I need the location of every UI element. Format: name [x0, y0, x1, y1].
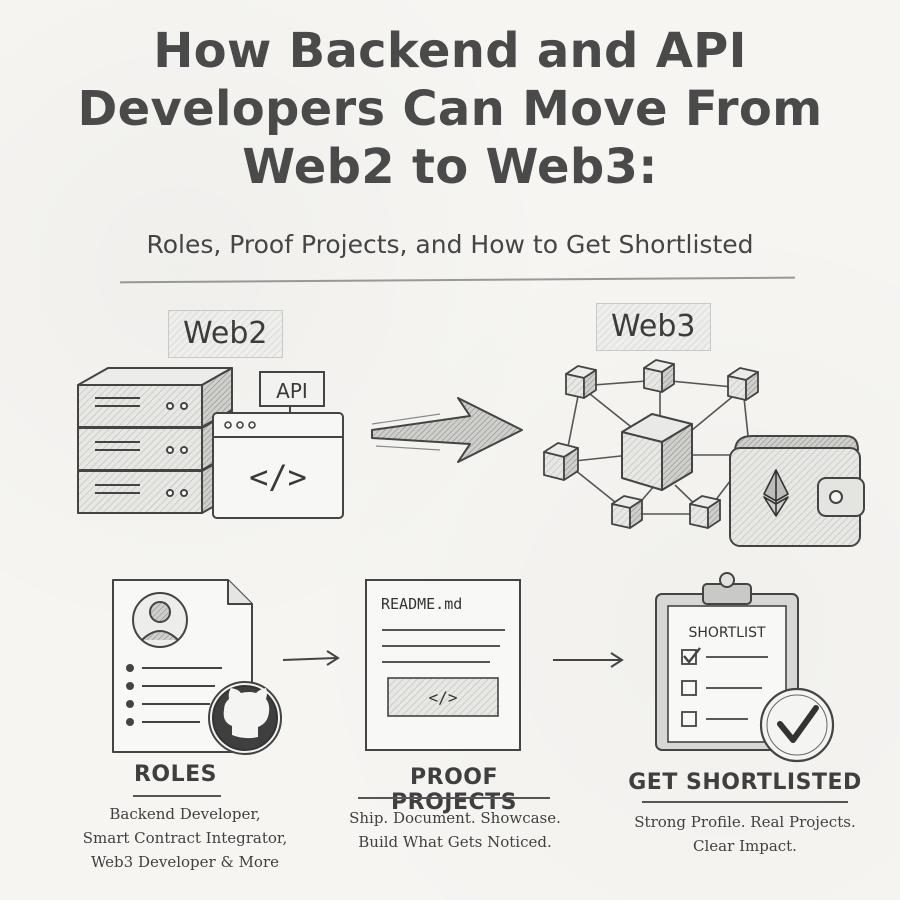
clipboard-title: SHORTLIST — [688, 625, 766, 641]
server-unit-top-icon — [77, 367, 233, 428]
step-shortlist-heading: GET SHORTLISTED — [628, 770, 862, 795]
step-shortlist-line-2: Clear Impact. — [693, 837, 797, 855]
step-proof-line-1: Ship. Document. Showcase. — [349, 809, 561, 827]
web2-label: Web2 — [168, 310, 283, 358]
title-line-2: Developers Can Move From — [77, 81, 823, 137]
step-arrow-2-icon — [553, 652, 624, 668]
step-roles-line-1: Backend Developer, — [109, 805, 261, 823]
browser-code-window-icon: </> — [212, 412, 344, 519]
block-node-icon — [543, 442, 579, 481]
shortlist-clipboard-icon: SHORTLIST — [655, 572, 835, 763]
readme-code-symbol: </> — [429, 688, 458, 707]
blockchain-network-icon — [543, 359, 759, 529]
block-center-icon — [621, 413, 693, 491]
subtitle: Roles, Proof Projects, and How to Get Sh… — [146, 230, 754, 259]
transition-arrow-icon — [371, 397, 523, 463]
block-node-icon — [689, 495, 721, 529]
avatar-icon — [132, 592, 188, 648]
code-symbol: </> — [249, 458, 307, 496]
crypto-wallet-icon — [729, 435, 865, 547]
step-roles-heading: ROLES — [133, 762, 218, 787]
step-proof-line-2: Build What Gets Noticed. — [358, 833, 552, 851]
step-shortlist-underline — [642, 801, 848, 803]
title-line-1: How Backend and API — [153, 23, 747, 79]
api-badge: API — [259, 371, 325, 414]
step-roles-underline — [133, 795, 221, 797]
api-badge-label: API — [276, 379, 308, 403]
approved-check-icon — [759, 687, 835, 763]
step-arrow-1-icon — [282, 650, 340, 666]
server-stack-icon — [77, 367, 233, 514]
block-node-icon — [565, 365, 597, 399]
github-icon — [208, 681, 282, 755]
readme-title: README.md — [381, 595, 462, 613]
checked-box-icon — [681, 649, 697, 665]
empty-box-icon — [681, 680, 697, 696]
step-shortlist-line-1: Strong Profile. Real Projects. — [634, 813, 856, 831]
title-line-3: Web2 to Web3: — [242, 139, 658, 195]
block-node-icon — [643, 359, 675, 393]
resume-document-icon — [112, 579, 282, 755]
empty-box-icon — [681, 711, 697, 727]
block-node-icon — [727, 367, 759, 401]
step-proof-description: Ship. Document. Showcase. Build What Get… — [325, 806, 585, 854]
step-roles-line-3: Web3 Developer & More — [90, 853, 280, 871]
ethereum-icon — [763, 469, 789, 517]
step-roles-description: Backend Developer, Smart Contract Integr… — [60, 802, 310, 874]
step-shortlist-description: Strong Profile. Real Projects. Clear Imp… — [610, 810, 880, 858]
page-title: How Backend and API Developers Can Move … — [0, 22, 900, 196]
step-roles-line-2: Smart Contract Integrator, — [82, 829, 288, 847]
step-proof-heading: PROOF PROJECTS — [391, 765, 517, 815]
step-proof-underline — [358, 797, 550, 799]
readme-document-icon: README.md </> — [365, 579, 521, 751]
block-node-icon — [611, 495, 643, 529]
web3-label: Web3 — [596, 303, 711, 351]
